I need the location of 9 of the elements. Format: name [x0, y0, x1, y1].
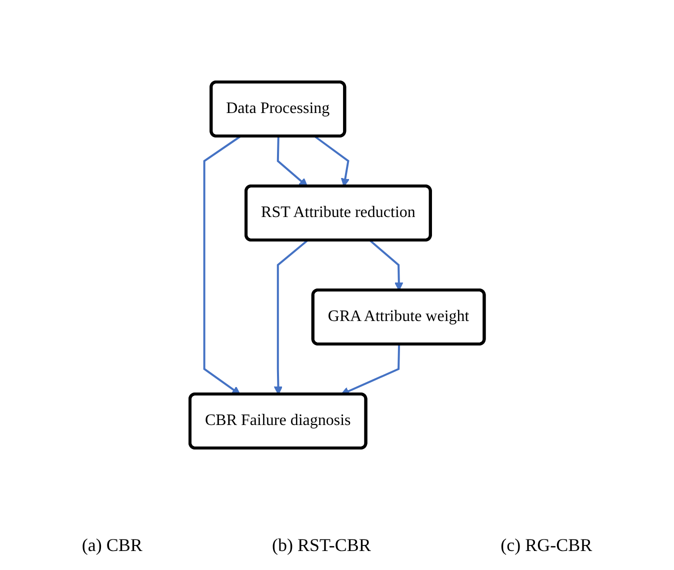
caption-label: (b) RST-CBR — [272, 535, 371, 556]
arrow — [314, 135, 350, 186]
caption-label: (c) RG-CBR — [500, 535, 592, 556]
caption-label: (a) CBR — [82, 535, 142, 556]
arrow — [276, 136, 308, 186]
arrow — [274, 239, 308, 394]
arrow — [369, 239, 404, 290]
arrow — [203, 135, 241, 394]
arrow — [340, 344, 400, 395]
